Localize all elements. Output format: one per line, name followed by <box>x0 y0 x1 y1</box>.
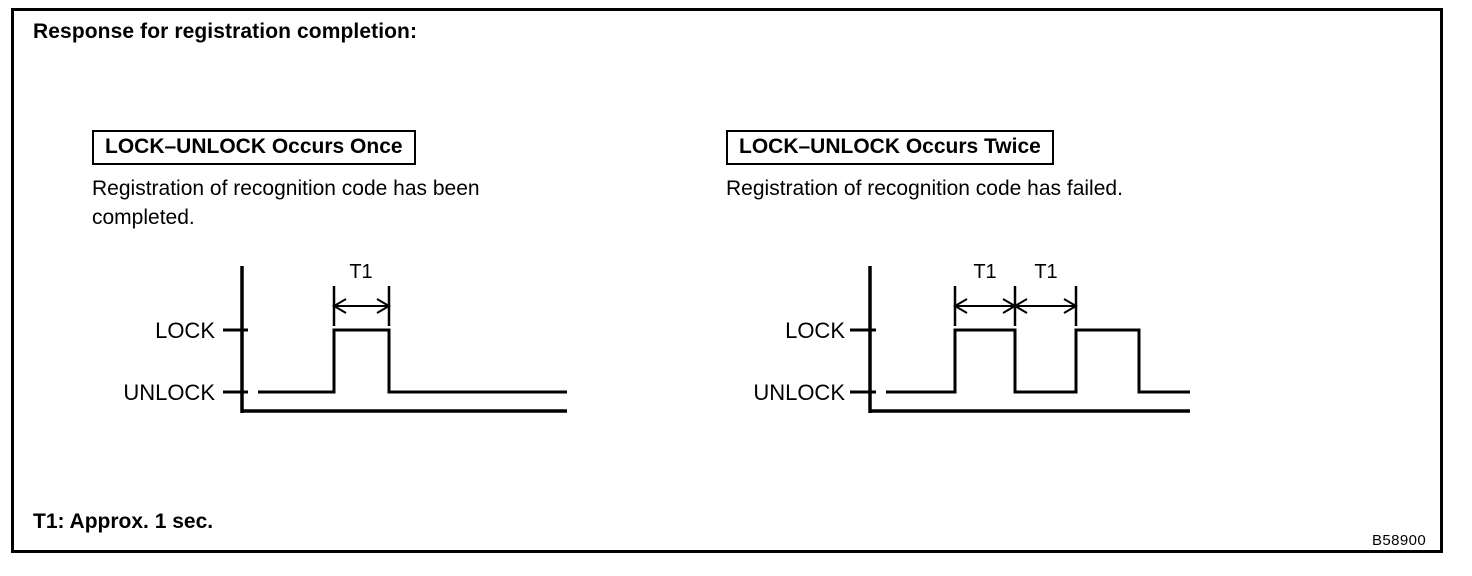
dimension-arrowhead-left-2 <box>1013 298 1028 314</box>
signal-trace <box>886 328 1190 394</box>
dimension-label-t1-first: T1 <box>973 261 996 283</box>
dimension-arrowhead-left-1 <box>953 298 968 314</box>
dimension-arrowhead-left <box>332 298 347 314</box>
page-title: Response for registration completion: <box>33 20 418 43</box>
signal-trace <box>258 328 567 394</box>
signal-label-unlock: UNLOCK <box>123 380 215 405</box>
dimension-label-t1-second: T1 <box>1034 261 1057 283</box>
signal-label-lock: LOCK <box>155 318 215 343</box>
figure-border <box>11 8 1443 553</box>
signal-label-unlock: UNLOCK <box>753 380 845 405</box>
waveform-diagram-twice: LOCK UNLOCK T1 T1 <box>690 248 1210 428</box>
dimension-label-t1: T1 <box>349 261 372 283</box>
figure-code: B58900 <box>1372 532 1427 549</box>
panel-heading-twice: LOCK–UNLOCK Occurs Twice <box>726 130 1054 165</box>
panel-lock-unlock-once: LOCK–UNLOCK Occurs Once Registration of … <box>92 130 692 232</box>
panel-description-once: Registration of recognition code has bee… <box>92 177 480 229</box>
panel-description-twice: Registration of recognition code has fai… <box>726 177 1123 200</box>
footnote-t1: T1: Approx. 1 sec. <box>33 510 214 533</box>
panel-heading-once: LOCK–UNLOCK Occurs Once <box>92 130 416 165</box>
signal-label-lock: LOCK <box>785 318 845 343</box>
waveform-diagram-once: LOCK UNLOCK T1 <box>60 248 580 428</box>
dimension-arrowhead-right-2 <box>1063 298 1078 314</box>
panel-lock-unlock-twice: LOCK–UNLOCK Occurs Twice Registration of… <box>726 130 1366 203</box>
dimension-arrowhead-right <box>376 298 391 314</box>
